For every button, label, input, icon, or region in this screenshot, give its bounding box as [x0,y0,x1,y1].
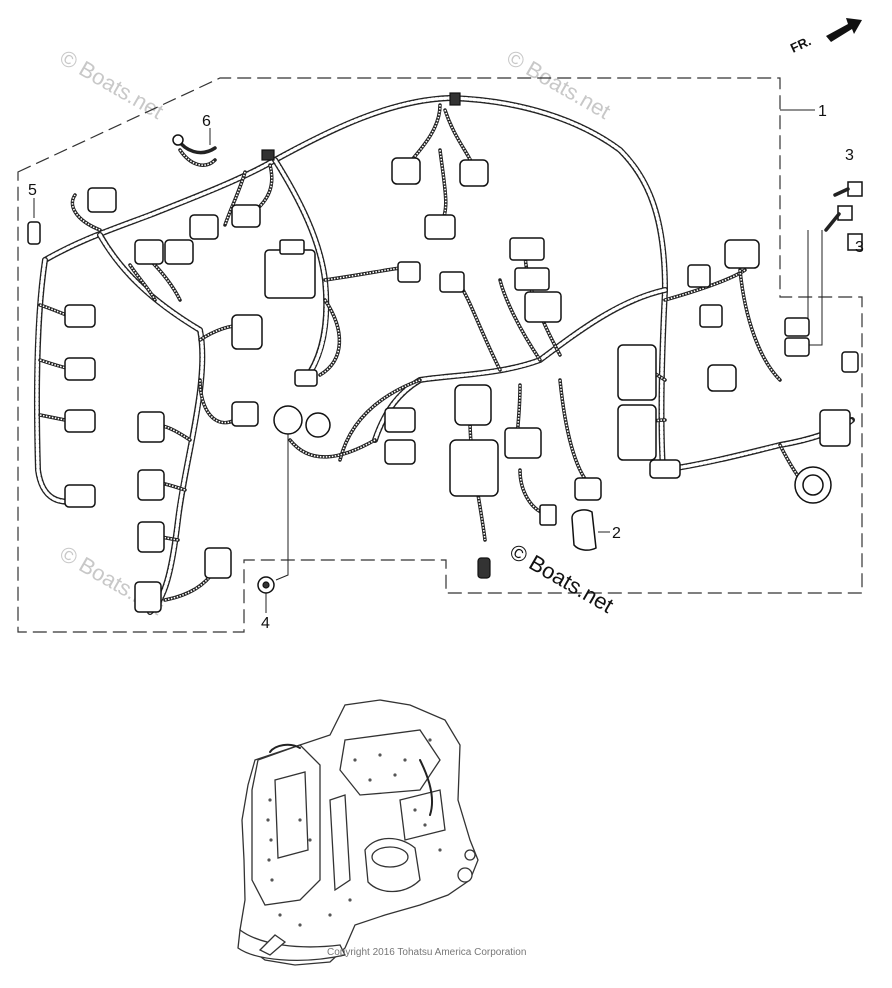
callout-1: 1 [818,103,827,120]
direction-label: FR. [788,33,813,55]
harness-trunks [33,95,855,615]
watermark-top-right: © Boats.net [503,45,615,124]
callout-numbers: 1 2 3 3 4 5 6 [28,103,864,632]
engine-illustration [237,699,479,966]
arrow-right-icon [826,18,862,42]
watermark-top-left: © Boats.net [56,45,168,124]
callout-6: 6 [202,113,211,130]
part-2-cap [571,509,597,551]
group-outlines [17,77,863,633]
callout-5: 5 [28,182,37,199]
outline-main [17,77,863,633]
engine-detail-specks [266,738,442,927]
connectors [27,92,863,613]
callout-3b: 3 [855,239,864,256]
copyright-text: Copyright 2016 Tohatsu America Corporati… [327,947,526,958]
watermark-main: © Boats.net [506,539,618,618]
callout-4: 4 [261,615,270,632]
direction-indicator: FR. [788,18,862,56]
callout-2: 2 [612,525,621,542]
callout-3a: 3 [845,147,854,164]
